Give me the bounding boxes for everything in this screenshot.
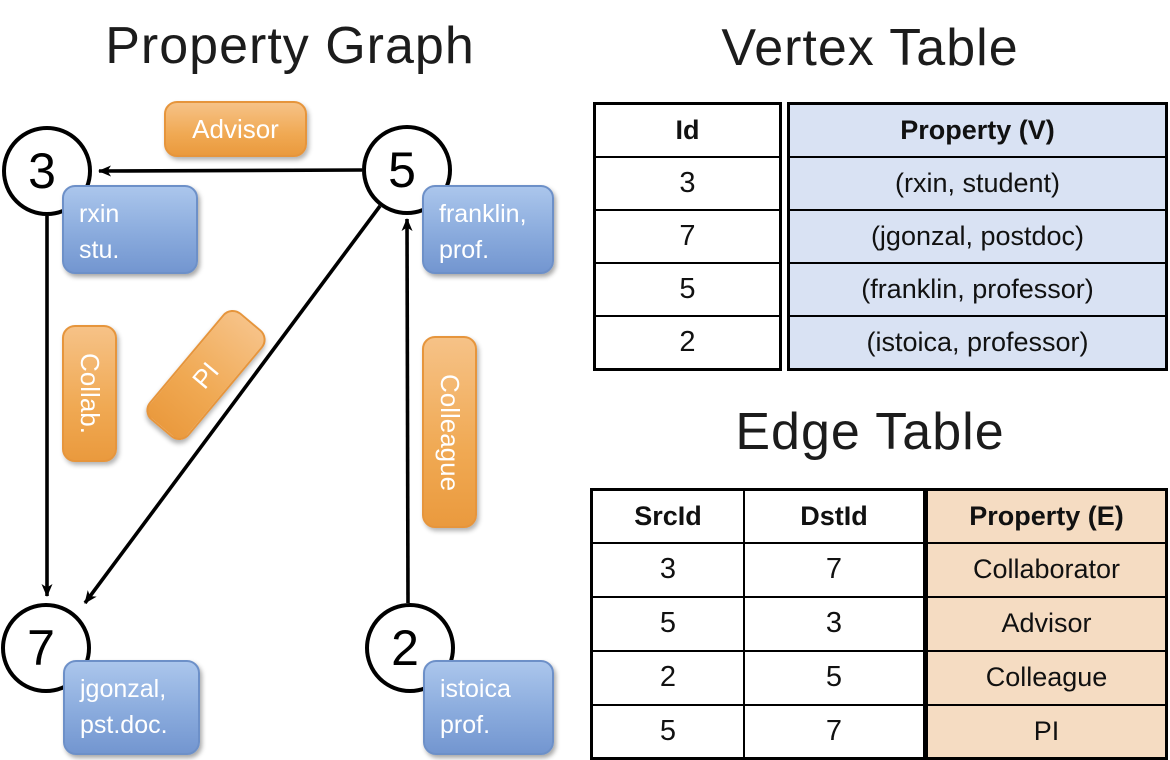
vertex-label-line: jgonzal, (80, 675, 167, 703)
edge-property-cell: Collaborator (925, 541, 1168, 598)
node-circle-5: 5 (362, 125, 452, 215)
edge-dstid-cell: 7 (743, 541, 926, 598)
edge-table-title: Edge Table (735, 403, 1005, 461)
edge-table-header-dstid: DstId (743, 488, 926, 544)
vertex-id-cell: 7 (593, 208, 782, 264)
edge-label-text: Colleague (435, 373, 465, 491)
vertex-label-line: prof. (440, 711, 491, 740)
vertex-table-id-column: Id 3 7 5 2 (593, 102, 782, 371)
node-id: 3 (28, 143, 56, 199)
edge-srcid-cell: 3 (590, 541, 745, 598)
vertex-id-cell: 3 (593, 155, 782, 211)
vertex-id-cell: 5 (593, 261, 782, 317)
node-id: 2 (391, 620, 419, 676)
vertex-property-cell: (jgonzal, postdoc) (787, 208, 1168, 264)
edge-dstid-cell: 7 (743, 703, 926, 760)
vertex-table-title: Vertex Table (721, 19, 1019, 77)
edge-table-id-columns: SrcId DstId 3 7 5 3 2 5 5 7 (590, 488, 926, 760)
vertex-property-cell: (istoica, professor) (787, 314, 1168, 371)
edge-property-cell: Advisor (925, 595, 1168, 652)
node-circle-2: 2 (365, 603, 455, 693)
vertex-table-header-id: Id (593, 102, 782, 158)
edge-label-text: PI (186, 355, 226, 394)
edge-dstid-cell: 5 (743, 649, 926, 706)
vertex-id-cell: 2 (593, 314, 782, 371)
edge-property-cell: PI (925, 703, 1168, 760)
edge-dstid-cell: 3 (743, 595, 926, 652)
vertex-label-line: rxin (79, 200, 120, 228)
edge-property-cell: Colleague (925, 649, 1168, 706)
vertex-label-line: istoica (440, 675, 511, 703)
edge-srcid-cell: 5 (590, 595, 745, 652)
edge-table-header-srcid: SrcId (590, 488, 745, 544)
edge-label-advisor: Advisor (164, 101, 307, 157)
node-id: 7 (27, 620, 55, 676)
edge-srcid-cell: 2 (590, 649, 745, 706)
vertex-label-line: stu. (79, 236, 120, 265)
edge-label-text: Advisor (192, 113, 279, 144)
vertex-label-franklin: franklin, prof. (422, 185, 554, 274)
node-id: 5 (388, 142, 416, 198)
edge-label-text: Collab. (75, 353, 105, 434)
edge-2-to-5 (401, 218, 413, 604)
vertex-table-header-property: Property (V) (787, 102, 1168, 158)
vertex-label-line: franklin, (439, 200, 527, 228)
vertex-property-cell: (rxin, student) (787, 155, 1168, 211)
property-graph-title: Property Graph (105, 17, 475, 75)
edge-label-colleague: Colleague (422, 336, 477, 528)
edge-table-header-property: Property (E) (925, 488, 1168, 544)
edge-srcid-cell: 5 (590, 703, 745, 760)
edge-5-to-7 (83, 204, 382, 605)
vertex-label-jgonzal: jgonzal, pst.doc. (63, 660, 200, 755)
edge-5-to-3 (98, 165, 363, 177)
vertex-label-istoica: istoica prof. (423, 660, 554, 755)
vertex-label-line: prof. (439, 236, 490, 265)
edge-table-property-column: Property (E) Collaborator Advisor Collea… (925, 488, 1168, 760)
vertex-property-cell: (franklin, professor) (787, 261, 1168, 317)
vertex-table-property-column: Property (V) (rxin, student) (jgonzal, p… (787, 102, 1168, 371)
vertex-label-rxin: rxin stu. (62, 185, 198, 274)
edge-label-collab: Collab. (62, 325, 117, 462)
graph-edges (41, 165, 413, 605)
vertex-label-line: pst.doc. (80, 711, 168, 740)
